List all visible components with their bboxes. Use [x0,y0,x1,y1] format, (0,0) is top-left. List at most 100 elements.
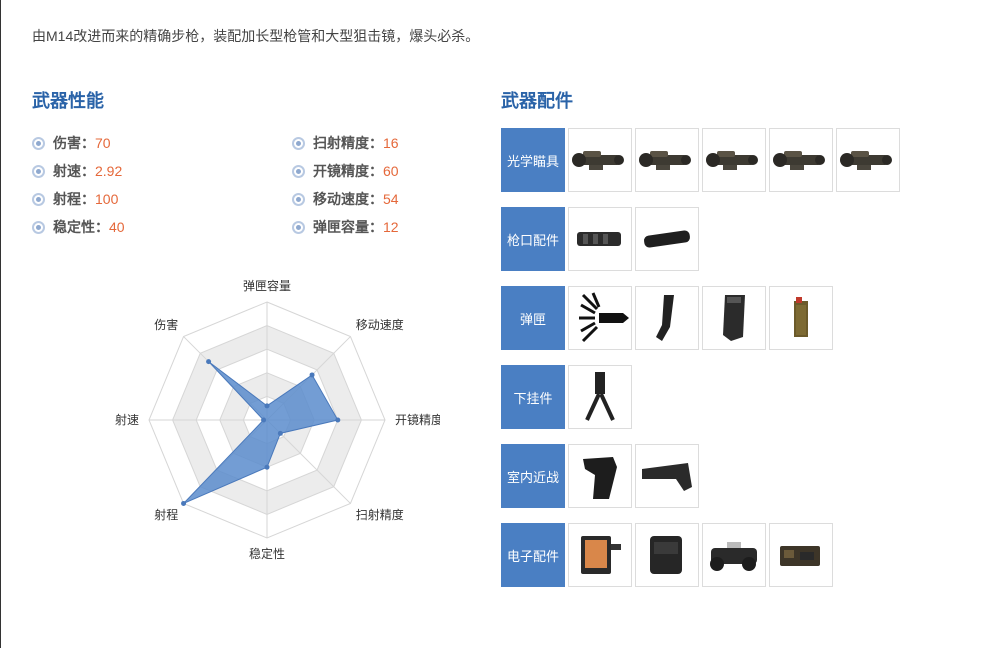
radar-axis-label: 射速 [115,412,139,427]
accessory-category-label: 枪口配件 [501,207,565,271]
stat-move-speed: 移动速度：54 [292,185,399,213]
bullet-icon [292,164,305,178]
accessory-item[interactable] [568,523,632,587]
accessory-row: 下挂件 [501,365,635,429]
weapon-description: 由M14改进而来的精确步枪，装配加长型枪管和大型狙击镜，爆头必杀。 [32,28,480,44]
curved-magazine-icon [656,295,674,341]
scope-icon [840,151,892,170]
accessory-item[interactable] [702,286,766,350]
radar-axis-label: 移动速度 [356,317,404,332]
radar-axis-label: 扫射精度 [356,507,404,522]
backpack-device-icon [650,536,682,574]
radar-data-point [206,359,212,365]
accessory-item[interactable] [568,365,632,429]
radar-axis-label: 稳定性 [249,546,285,561]
dual-magazine-icon [794,297,808,337]
bipod-icon [585,372,615,421]
stat-label: 射速 [53,163,81,179]
accessory-item[interactable] [836,128,900,192]
stat-label: 扫射精度 [313,135,369,151]
bullet-icon [32,192,45,206]
bullet-icon [292,220,305,234]
muzzle-brake-icon [577,232,621,246]
accessory-category-label: 室内近战 [501,444,565,508]
performance-title: 武器性能 [32,91,104,111]
burst-magazine-icon [579,292,629,343]
radar-axis-label: 开镜精度 [395,412,440,427]
radar-data-point [261,417,267,423]
accessory-item[interactable] [635,128,699,192]
stat-colon: ： [369,135,383,151]
accessory-item[interactable] [635,286,699,350]
accessory-item[interactable] [769,523,833,587]
accessory-category-label: 下挂件 [501,365,565,429]
accessory-item[interactable] [635,207,699,271]
stat-colon: ： [95,219,109,235]
bullet-icon [292,136,305,150]
silencer-icon [644,230,690,248]
box-magazine-icon [723,295,745,341]
accessory-row: 弹匣 [501,286,836,350]
stat-colon: ： [369,219,383,235]
accessory-item[interactable] [769,286,833,350]
stat-label: 稳定性 [53,219,95,235]
radio-device-icon [780,546,820,566]
accessory-category-label: 弹匣 [501,286,565,350]
stat-value: 70 [95,135,111,151]
stat-label: 弹匣容量 [313,219,369,235]
scope-icon [572,151,624,170]
accessory-item[interactable] [568,128,632,192]
stat-value: 100 [95,191,119,207]
stat-value: 16 [383,135,399,151]
stat-stability: 稳定性：40 [32,213,125,241]
stat-magazine-capacity: 弹匣容量：12 [292,213,399,241]
stat-colon: ： [369,191,383,207]
accessory-row: 枪口配件 [501,207,702,271]
stat-fire-rate: 射速：2.92 [32,157,125,185]
stat-value: 60 [383,163,399,179]
stats-right: 扫射精度：16 开镜精度：60 移动速度：54 弹匣容量：12 [292,129,399,241]
accessory-item[interactable] [702,128,766,192]
stat-label: 移动速度 [313,191,369,207]
radar-data-point [277,430,283,436]
bullet-icon [32,136,45,150]
stat-label: 开镜精度 [313,163,369,179]
accessory-item[interactable] [568,286,632,350]
stat-colon: ： [81,163,95,179]
stat-range: 射程：100 [32,185,125,213]
accessory-item[interactable] [635,444,699,508]
accessory-item[interactable] [702,523,766,587]
radar-axis-label: 射程 [154,507,178,522]
accessory-category-label: 电子配件 [501,523,565,587]
bullet-icon [292,192,305,206]
accessory-row: 电子配件 [501,523,836,587]
accessory-item[interactable] [568,207,632,271]
scope-icon [773,151,825,170]
radar-data-point [181,500,187,506]
stat-colon: ： [81,135,95,151]
accessory-row: 室内近战 [501,444,702,508]
tablet-device-icon [581,536,621,574]
accessory-item[interactable] [769,128,833,192]
radar-axis-label: 弹匣容量 [243,278,291,293]
stats-left: 伤害：70 射速：2.92 射程：100 稳定性：40 [32,129,125,241]
night-vision-icon [710,542,757,571]
grip-icon [583,457,617,499]
stat-value: 54 [383,191,399,207]
stat-colon: ： [369,163,383,179]
stock-icon [642,463,692,491]
stat-spray-accuracy: 扫射精度：16 [292,129,399,157]
stat-label: 伤害 [53,135,81,151]
accessory-category-label: 光学瞄具 [501,128,565,192]
accessory-item[interactable] [635,523,699,587]
scope-icon [706,151,758,170]
accessory-item[interactable] [568,444,632,508]
radar-axis-label: 伤害 [154,317,178,332]
bullet-icon [32,220,45,234]
stat-label: 射程 [53,191,81,207]
accessory-row: 光学瞄具 [501,128,903,192]
accessories-title: 武器配件 [501,91,573,111]
scope-icon [639,151,691,170]
stat-colon: ： [81,191,95,207]
